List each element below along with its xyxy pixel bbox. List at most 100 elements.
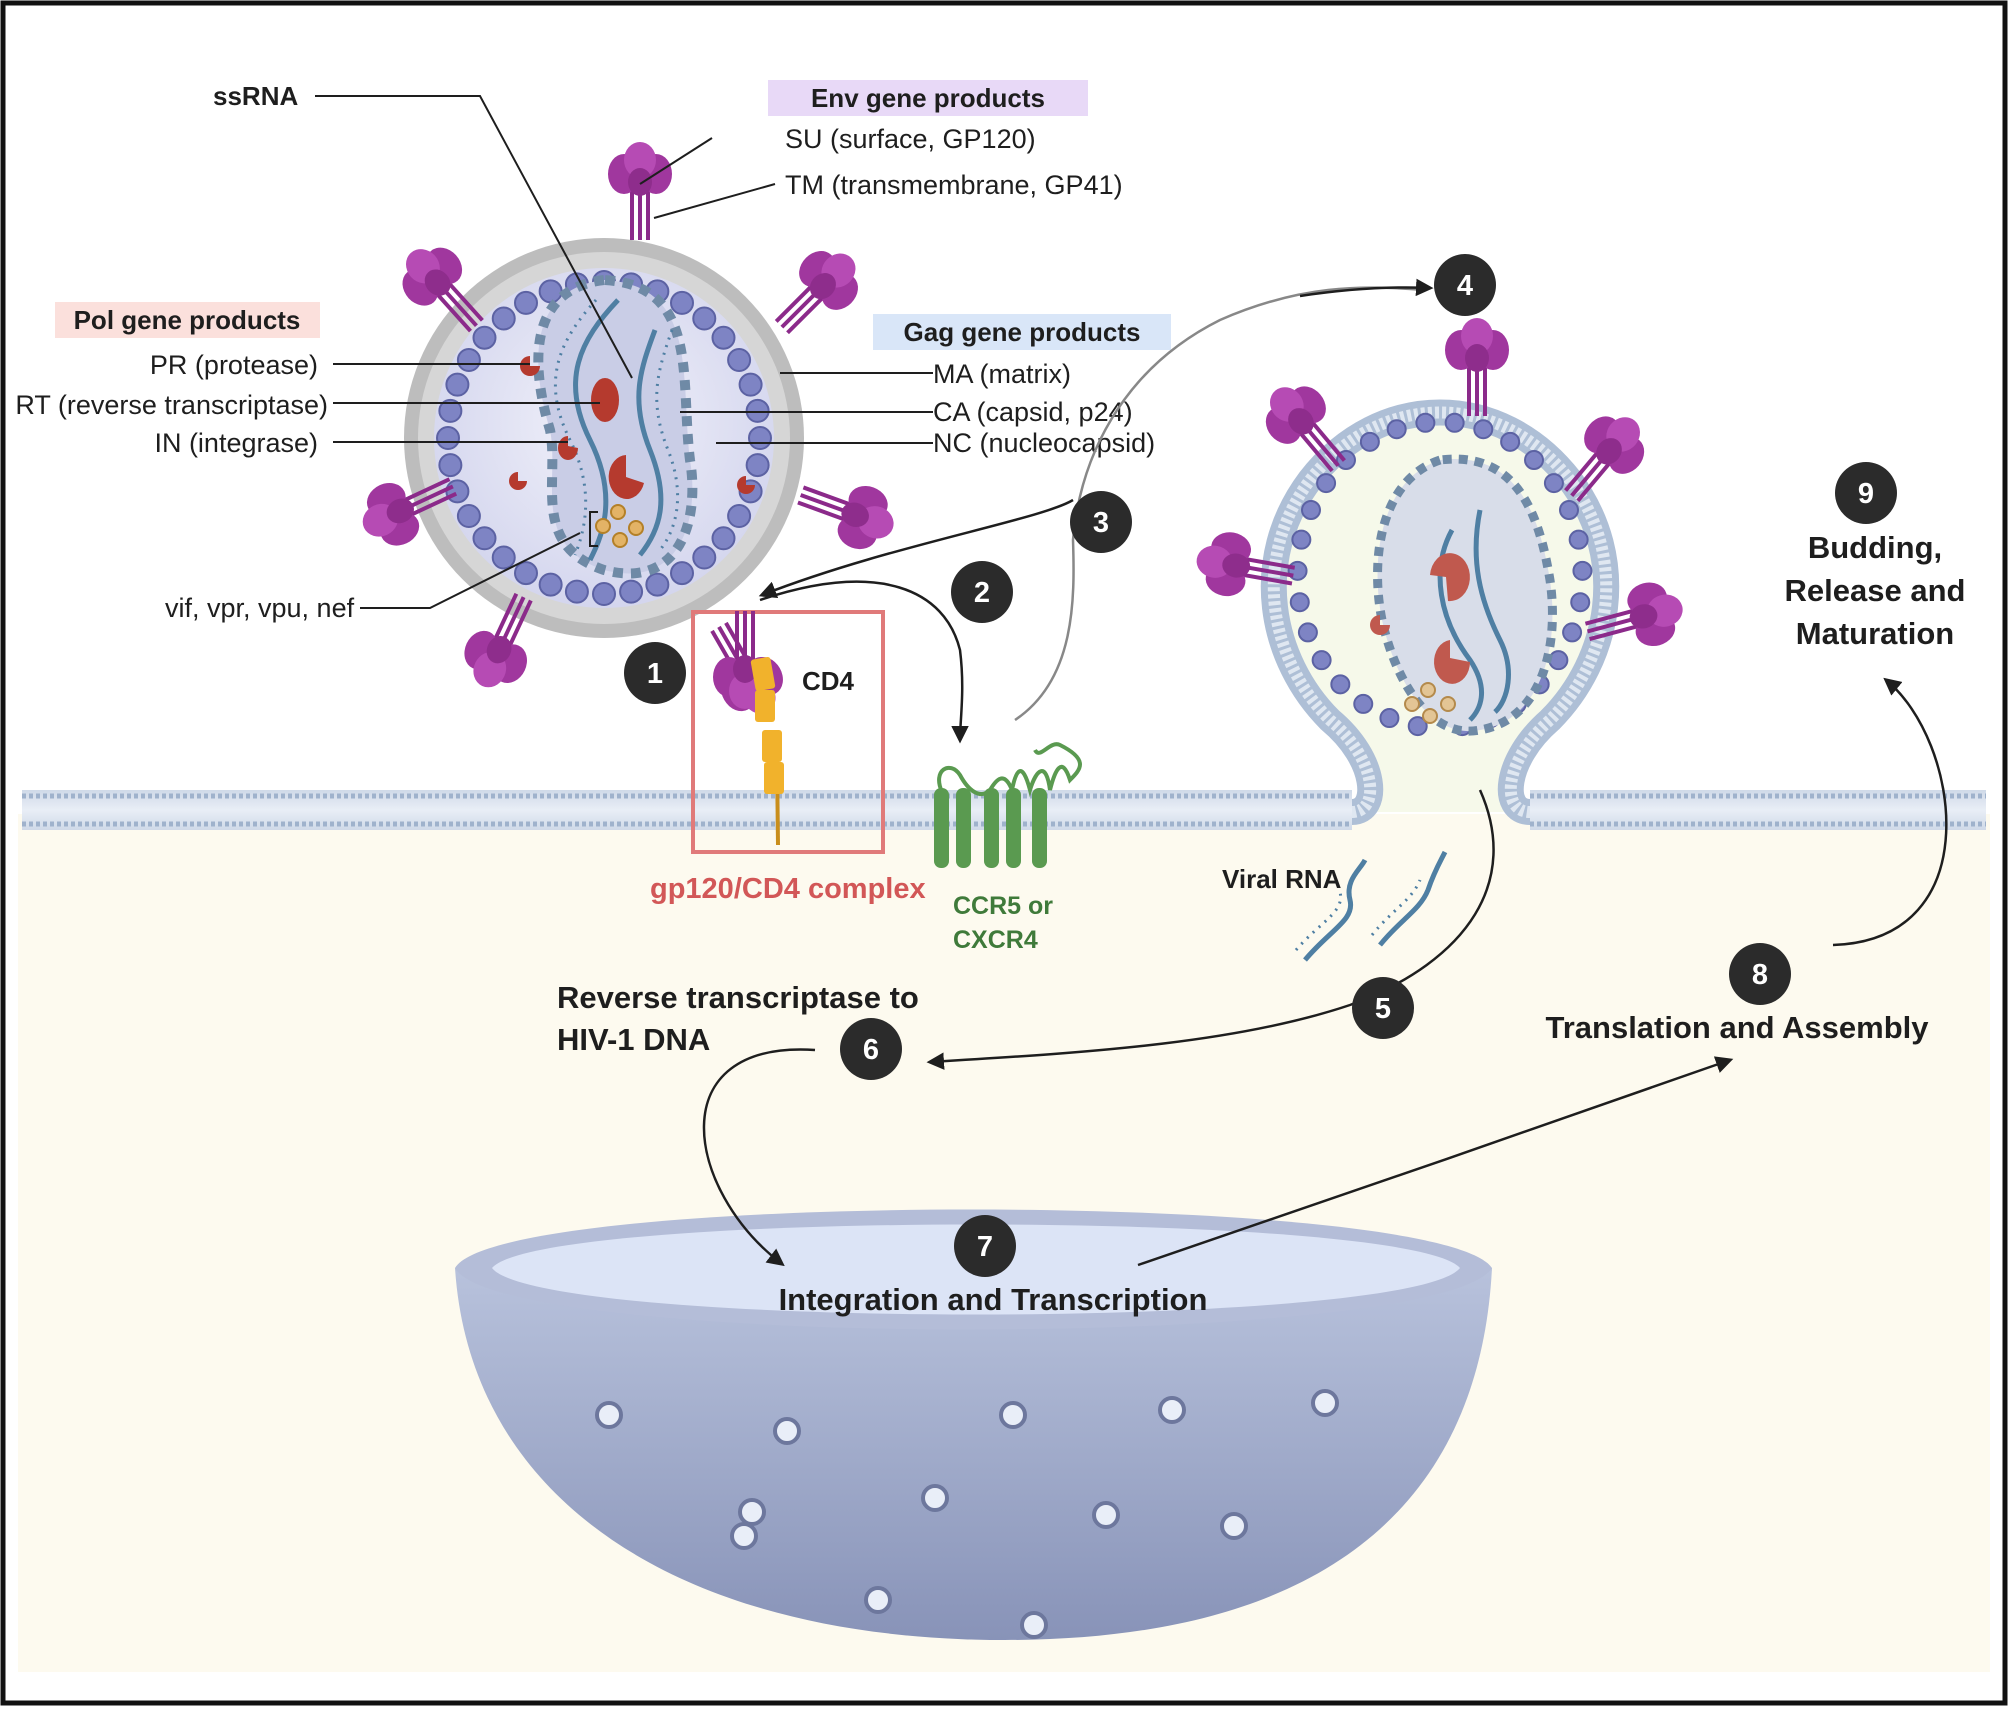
matrix-bead: [692, 545, 717, 570]
nuclear-pore: [1311, 1389, 1339, 1417]
matrix-bead: [619, 579, 644, 604]
matrix-bead: [538, 572, 563, 597]
matrix-bead: [1316, 473, 1337, 494]
virion-icon: [404, 238, 804, 638]
step-badge-5: 5: [1352, 977, 1414, 1039]
plasma-membrane: [22, 790, 1986, 830]
matrix-bead: [670, 561, 694, 586]
nuclear-pore: [730, 1522, 758, 1550]
matrix-bead: [456, 504, 481, 528]
complex-label: gp120/CD4 complex: [650, 873, 926, 905]
matrix-bead: [456, 348, 481, 372]
budding-label-1: Budding,: [1808, 530, 1942, 565]
step-number-7: 7: [977, 1231, 993, 1263]
matrix-bead: [1300, 500, 1321, 521]
ca-label: CA (capsid, p24): [933, 397, 1133, 427]
cd4-receptor-icon: [713, 611, 784, 846]
nuclear-pore: [921, 1484, 949, 1512]
matrix-bead: [745, 453, 770, 478]
matrix-bead: [1559, 500, 1580, 521]
nuclear-pore: [1092, 1501, 1120, 1529]
step-badge-7: 7: [954, 1215, 1016, 1277]
matrix-bead: [491, 545, 516, 570]
matrix-bead: [1297, 622, 1318, 643]
pol-header-bg: [55, 302, 320, 338]
nuclear-pore: [738, 1498, 766, 1526]
gag-header: Gag gene products: [904, 317, 1141, 347]
tm-label: TM (transmembrane, GP41): [785, 170, 1123, 200]
matrix-bead: [738, 372, 763, 397]
integration-label: Integration and Transcription: [779, 1282, 1208, 1317]
step-number-4: 4: [1457, 270, 1473, 302]
matrix-bead: [472, 526, 497, 551]
step-number-9: 9: [1858, 478, 1874, 510]
matrix-bead: [514, 290, 538, 315]
virion-leader-lines: [315, 95, 933, 609]
matrix-bead: [711, 526, 736, 551]
env-header: Env gene products: [811, 83, 1045, 113]
in-label: IN (integrase): [154, 428, 318, 458]
matrix-bead: [1500, 431, 1521, 452]
viral-rna-icon: [1294, 850, 1448, 962]
step-badge-2: 2: [951, 561, 1013, 623]
accessory-proteins: [595, 504, 644, 548]
ssrna-label: ssRNA: [213, 81, 298, 111]
matrix-bead: [1543, 473, 1564, 494]
matrix-bead: [1291, 529, 1312, 550]
matrix-bead: [438, 453, 463, 478]
matrix-bead: [514, 561, 538, 586]
matrix-bead: [436, 426, 460, 450]
matrix-bead: [1570, 592, 1591, 613]
matrix-bead: [472, 325, 497, 350]
matrix-bead: [1572, 560, 1593, 581]
coreceptor-icon: [934, 742, 1082, 868]
step-badge-4: 4: [1434, 254, 1496, 316]
pr-enzyme: [520, 356, 540, 376]
matrix-bead: [491, 306, 516, 331]
matrix-bead: [745, 398, 770, 423]
matrix-bead: [645, 572, 670, 597]
cd4-label: CD4: [802, 666, 855, 696]
step-badge-8: 8: [1729, 943, 1791, 1005]
step-badge-9: 9: [1835, 462, 1897, 524]
step-number-6: 6: [863, 1034, 879, 1066]
nuclear-pore: [1220, 1512, 1248, 1540]
coreceptor-label-2: CXCR4: [953, 926, 1038, 954]
budding-virion-icon: [1191, 318, 1691, 825]
budding-label-2: Release and: [1785, 573, 1966, 608]
translation-label: Translation and Assembly: [1545, 1010, 1929, 1045]
matrix-bead: [1444, 412, 1465, 433]
coreceptor-label-1: CCR5 or: [953, 892, 1053, 920]
matrix-bead: [1359, 431, 1380, 452]
budding-label-3: Maturation: [1796, 616, 1954, 651]
step-badge-6: 6: [840, 1018, 902, 1080]
step-number-8: 8: [1752, 959, 1768, 991]
matrix-bead: [670, 290, 694, 315]
gp120-cd4-complex-box: [691, 610, 885, 854]
matrix-bead: [1415, 412, 1436, 433]
step-number-5: 5: [1375, 993, 1391, 1025]
matrix-bead: [1473, 419, 1494, 440]
nucleus-icon: [455, 1209, 1492, 1640]
matrix-bead: [445, 479, 470, 504]
matrix-bead: [564, 579, 589, 604]
matrix-bead: [1407, 716, 1428, 737]
matrix-bead: [1289, 592, 1310, 613]
matrix-bead: [1353, 693, 1374, 714]
matrix-bead: [538, 279, 563, 304]
env-header-bg: [768, 80, 1088, 116]
matrix-bead: [692, 306, 717, 331]
matrix-bead: [748, 426, 772, 450]
matrix-bead: [445, 372, 470, 397]
viral-rna-label: Viral RNA: [1222, 864, 1342, 894]
lifecycle-arrows: [702, 278, 1948, 1267]
nuclear-pore: [773, 1417, 801, 1445]
nc-label: NC (nucleocapsid): [933, 428, 1155, 458]
step-badge-1: 1: [624, 642, 686, 704]
nuclear-pore: [1158, 1396, 1186, 1424]
rt-step-label-2: HIV-1 DNA: [557, 1022, 710, 1057]
matrix-bead: [1562, 622, 1583, 643]
gag-header-bg: [873, 314, 1171, 350]
